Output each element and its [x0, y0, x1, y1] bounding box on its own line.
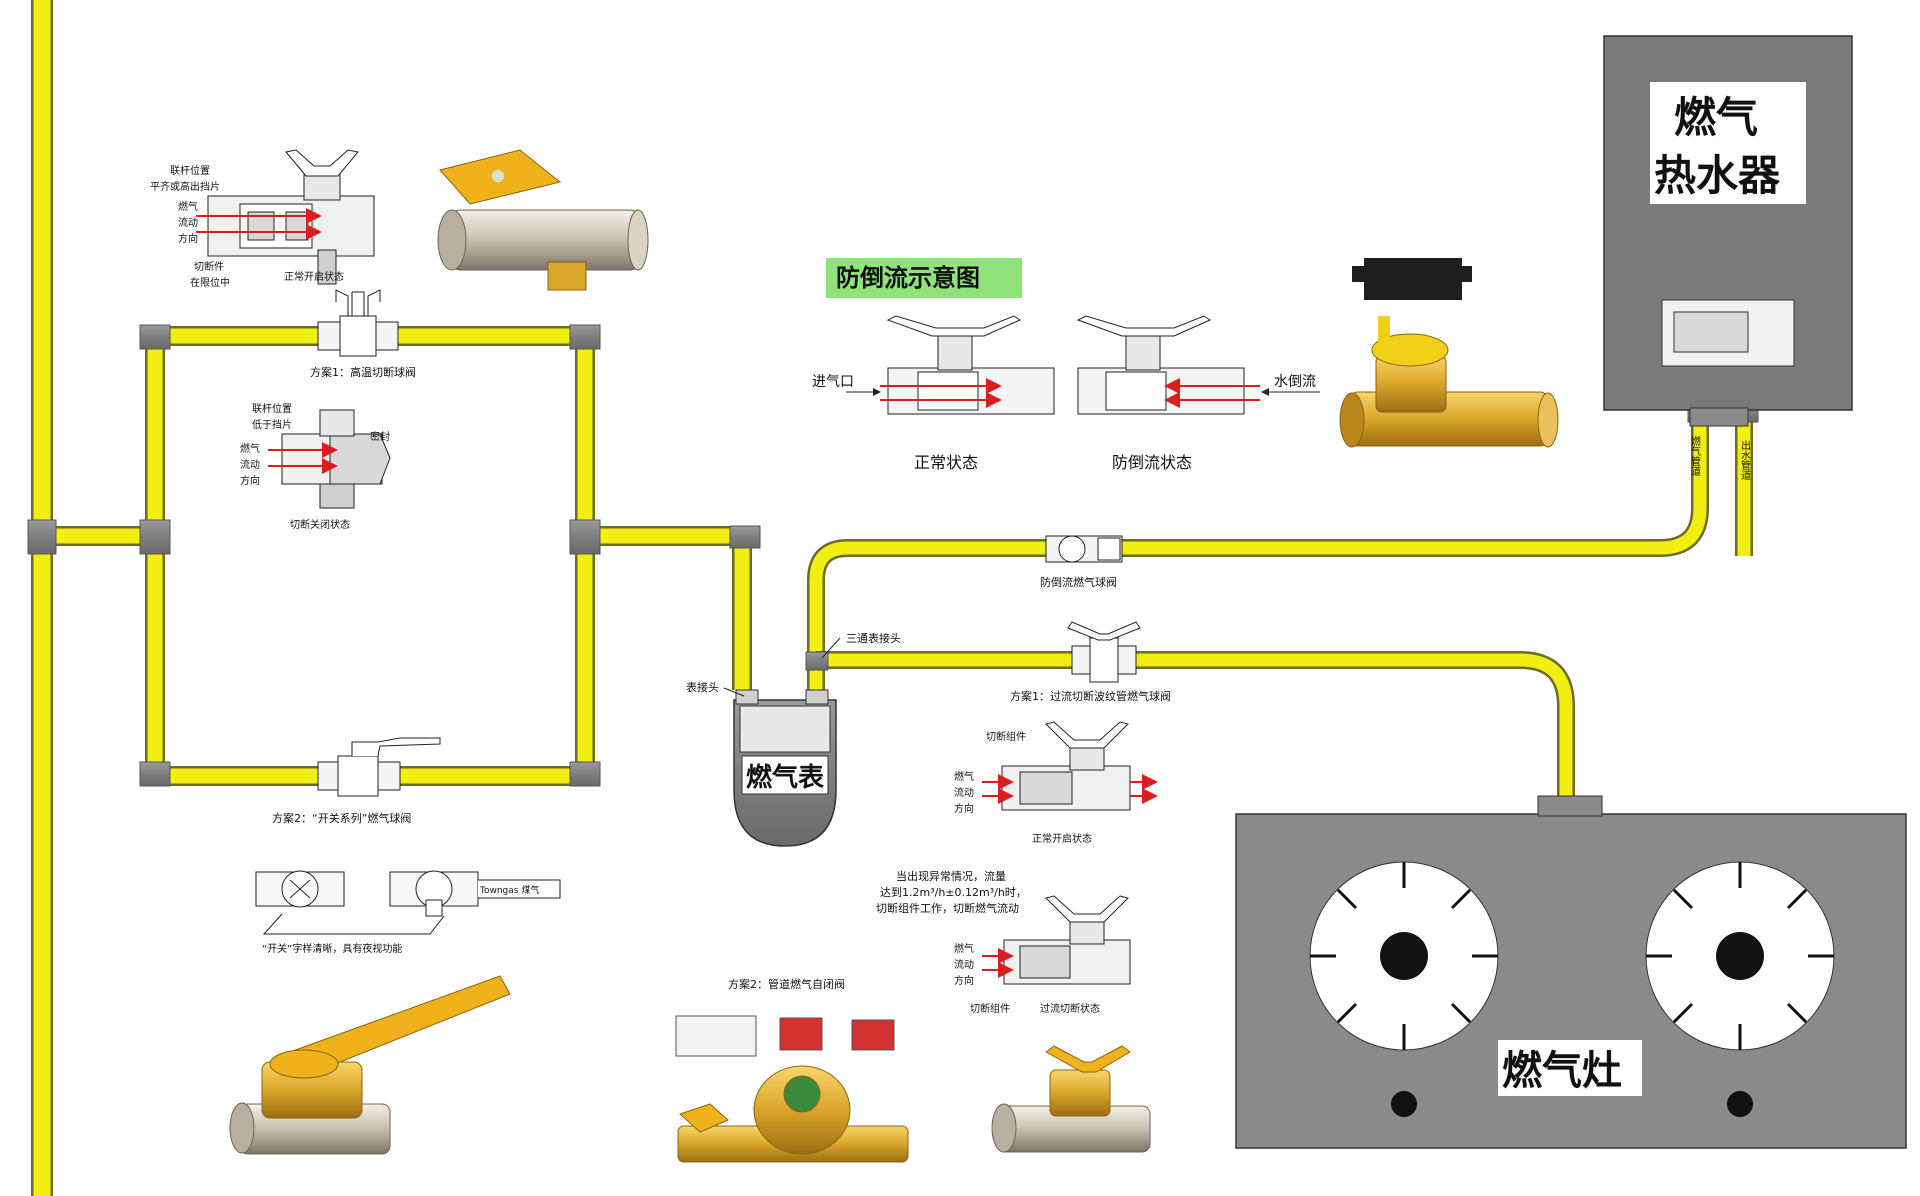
overflow-cutoff-ball-valve[interactable]	[1067, 621, 1141, 683]
overflow-valve-cut-cutaway	[982, 895, 1131, 985]
callout-flow3: 方向	[178, 232, 198, 245]
inlet-label: 进气口	[812, 374, 854, 390]
heater-title-2: 热水器	[1654, 151, 1781, 200]
right-knob	[1727, 1091, 1753, 1117]
switch-note: “开关”字样清晰，具有夜视功能	[262, 942, 402, 955]
scheme1-top-label: 方案1：高温切断球阀	[310, 365, 416, 379]
gas-meter	[733, 689, 837, 847]
pipe-fittings	[27, 324, 1759, 787]
right-open-state: 正常开启状态	[1032, 832, 1092, 845]
heater-title-1: 燃气	[1674, 93, 1758, 142]
backflow-normal-diagram	[880, 315, 1055, 415]
meter-title: 燃气表	[746, 762, 825, 793]
closed-flow2: 流动	[240, 458, 260, 471]
right-flow1: 燃气	[954, 770, 974, 783]
callout-cut1: 切断件	[194, 260, 224, 273]
scheme1-right-label: 方案1：过流切断波纹管燃气球阀	[1010, 689, 1171, 703]
closed-rod2: 低于挡片	[252, 418, 292, 431]
abnormal-note-2: 达到1.2m³/h±0.12m³/h时，	[880, 886, 1027, 899]
high-temp-valve-closed-cutaway	[268, 409, 391, 509]
gas-water-heater	[1603, 35, 1853, 427]
backflow-valve-label: 防倒流燃气球阀	[1040, 575, 1117, 589]
closed-state: 切断关闭状态	[290, 518, 350, 531]
closed-seal: 密封	[370, 430, 390, 443]
callout-rod2: 平齐或高出挡片	[150, 180, 220, 193]
heater-gas-pipe-label: 燃气管道	[1689, 435, 1701, 476]
backflow-label: 水倒流	[1274, 374, 1316, 390]
stove-title: 燃气灶	[1502, 1048, 1622, 1094]
switch-valve-diagrams	[255, 870, 561, 935]
closed-flow3: 方向	[240, 474, 260, 487]
backflow-badge: 防倒流示意图	[836, 264, 980, 292]
loop-bottom-ball-valve[interactable]	[317, 737, 441, 797]
backflow-badge-bg	[826, 258, 1022, 298]
abnormal-note-3: 切断组件工作，切断燃气流动	[876, 901, 1019, 915]
abnormal-note-1: 当出现异常情况，流量	[896, 869, 1006, 883]
backflow-valve-photo	[1339, 258, 1559, 448]
callout-flow1: 燃气	[178, 200, 198, 213]
callout-flow2: 流动	[178, 216, 198, 229]
normal-state-label: 正常状态	[914, 453, 978, 472]
closed-flow1: 燃气	[240, 442, 260, 455]
auto-close-valve-diagrams	[675, 1015, 895, 1057]
high-temp-valve-open-cutaway	[196, 149, 375, 285]
stove-supply-pipe	[816, 651, 1575, 796]
callout-cut2: 在限位中	[190, 276, 230, 289]
loop-top-ball-valve[interactable]	[317, 289, 399, 357]
brand-label: Towngas 煤气	[479, 884, 539, 896]
cut-part-label: 切断组件	[970, 1002, 1010, 1015]
callout-rod: 联杆位置	[170, 164, 210, 177]
right-cut-state: 过流切断状态	[1040, 1002, 1100, 1015]
scheme2-left-label: 方案2：“开关系列”燃气球阀	[272, 811, 411, 825]
meter-inlet-pipe	[585, 526, 752, 690]
closed-rod1: 联杆位置	[252, 402, 292, 415]
backflow-ball-valve[interactable]	[1045, 535, 1123, 563]
switch-valve-photo	[229, 975, 511, 1155]
overflow-valve-open-cutaway	[982, 721, 1158, 811]
scheme2-auto-label: 方案2：管道燃气自闭阀	[728, 977, 845, 991]
cut-flow3: 方向	[954, 974, 974, 987]
cut-assembly-label: 切断组件	[986, 730, 1026, 743]
backflow-state-label: 防倒流状态	[1112, 453, 1192, 472]
backflow-blocked-diagram	[1076, 315, 1260, 415]
left-knob	[1391, 1091, 1417, 1117]
meter-joint-label: 表接头	[686, 680, 719, 694]
meter-tee-label: 三通表接头	[846, 631, 901, 645]
right-flow3: 方向	[954, 802, 974, 815]
gas-stove	[1235, 795, 1907, 1149]
high-temp-valve-photo	[437, 149, 649, 291]
auto-close-valve-photo	[677, 1065, 909, 1163]
cut-flow1: 燃气	[954, 942, 974, 955]
heater-water-pipe-label: 出水管道	[1739, 439, 1751, 480]
bypass-loop-pipe	[145, 326, 595, 786]
state-open-top: 正常开启状态	[284, 270, 344, 283]
overflow-valve-photo	[991, 1045, 1151, 1153]
cut-flow2: 流动	[954, 958, 974, 971]
right-flow2: 流动	[954, 786, 974, 799]
